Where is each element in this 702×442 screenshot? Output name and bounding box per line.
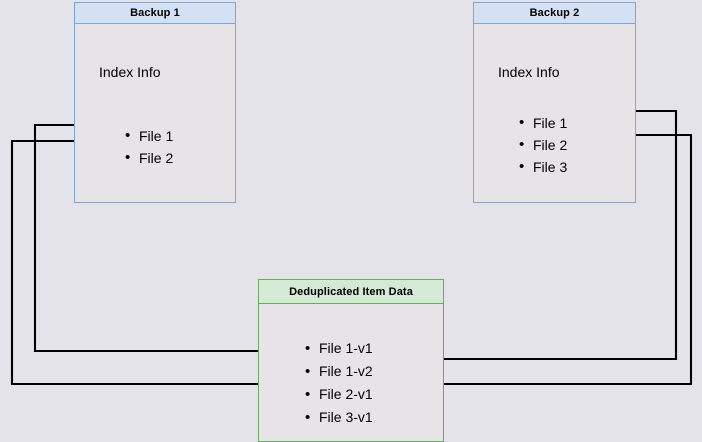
deduplicated-file-list: File 1-v1 File 1-v2 File 2-v1 File 3-v1 (305, 337, 373, 429)
list-item: File 2-v1 (305, 383, 373, 406)
list-item: File 2 (519, 134, 567, 156)
backup-2-file-list: File 1 File 2 File 3 (519, 112, 567, 178)
list-item: File 1-v1 (305, 337, 373, 360)
backup-2-index-info-label: Index Info (498, 64, 560, 80)
list-item: File 1-v2 (305, 360, 373, 383)
node-backup-2-body: Index Info File 1 File 2 File 3 (474, 24, 635, 202)
node-deduplicated-item-data: Deduplicated Item Data File 1-v1 File 1-… (258, 279, 444, 442)
backup-1-file-list: File 1 File 2 (125, 125, 173, 169)
list-item: File 3 (519, 156, 567, 178)
node-backup-1-body: Index Info File 1 File 2 (75, 24, 235, 202)
list-item: File 2 (125, 147, 173, 169)
node-backup-2: Backup 2 Index Info File 1 File 2 File 3 (473, 2, 636, 203)
backup-1-index-info-label: Index Info (99, 64, 161, 80)
list-item: File 3-v1 (305, 406, 373, 429)
list-item: File 1 (125, 125, 173, 147)
node-backup-1: Backup 1 Index Info File 1 File 2 (74, 2, 236, 203)
node-backup-1-title: Backup 1 (75, 3, 235, 24)
list-item: File 1 (519, 112, 567, 134)
node-deduplicated-item-data-title: Deduplicated Item Data (259, 280, 443, 304)
node-deduplicated-item-data-body: File 1-v1 File 1-v2 File 2-v1 File 3-v1 (259, 304, 443, 441)
node-backup-2-title: Backup 2 (474, 3, 635, 24)
